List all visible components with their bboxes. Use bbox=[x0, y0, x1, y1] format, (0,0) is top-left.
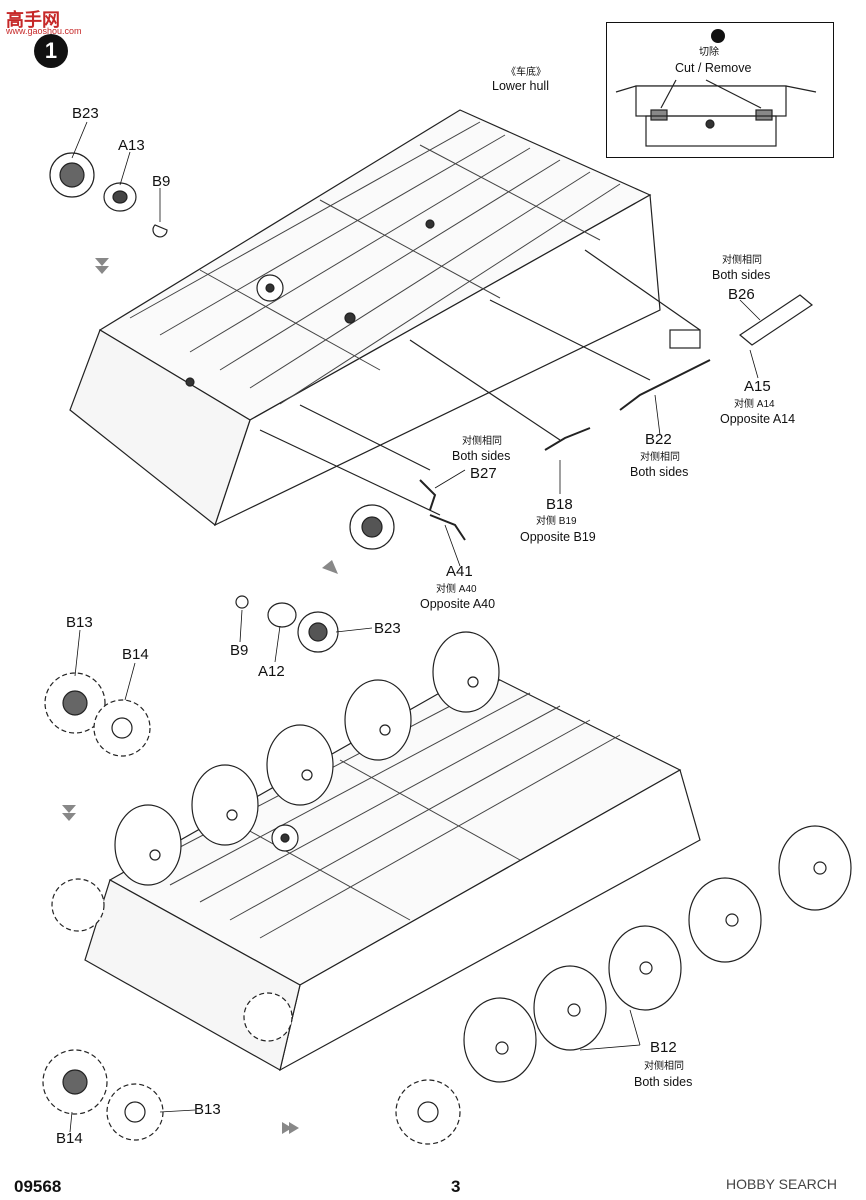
b18-opp-en: Opposite B19 bbox=[520, 530, 596, 544]
a15-opp-en: Opposite A14 bbox=[720, 412, 796, 426]
suspension-arms-top bbox=[259, 249, 814, 541]
label-a15: A15 bbox=[744, 378, 771, 395]
label-b13-top: B13 bbox=[66, 614, 93, 631]
watermark-url: www.gaoshou.com bbox=[6, 26, 82, 36]
hub-bottom bbox=[235, 595, 339, 653]
road-wheels-front bbox=[463, 825, 852, 1083]
lower-hull-cn: 《车底》 bbox=[506, 67, 546, 78]
inset-en: Cut / Remove bbox=[675, 61, 752, 75]
hub-top bbox=[349, 504, 395, 550]
hobby-search-watermark: HOBBY SEARCH bbox=[726, 1176, 837, 1192]
a41-opp-en: Opposite A40 bbox=[420, 597, 496, 611]
cut-icon bbox=[711, 29, 725, 43]
label-b18: B18 bbox=[546, 496, 573, 513]
a15-opp-cn: 对侧 A14 bbox=[734, 399, 775, 410]
label-b27: B27 bbox=[470, 465, 497, 482]
label-a41: A41 bbox=[446, 563, 473, 580]
label-b9-bottom: B9 bbox=[230, 642, 249, 659]
watermark-logo: 高手网 bbox=[6, 10, 60, 30]
b18-opp-cn: 对侧 B19 bbox=[536, 516, 577, 527]
label-b9-top: B9 bbox=[152, 173, 171, 190]
inset-cn: 切除 bbox=[699, 47, 719, 58]
inset-panel: 切除 Cut / Remove bbox=[606, 22, 834, 158]
label-a12: A12 bbox=[258, 663, 285, 680]
label-b26: B26 bbox=[728, 286, 755, 303]
label-b14-bottom: B14 bbox=[56, 1130, 83, 1147]
direction-arrows bbox=[62, 258, 338, 1134]
page-number: 3 bbox=[451, 1177, 461, 1196]
label-b13-bottom: B13 bbox=[194, 1101, 221, 1118]
a41-opp-cn: 对侧 A40 bbox=[436, 584, 477, 595]
label-b14-top: B14 bbox=[122, 646, 149, 663]
b26-both-cn: 对侧相同 bbox=[722, 255, 762, 266]
b12-both-cn: 对侧相同 bbox=[644, 1061, 684, 1072]
b27-both-en: Both sides bbox=[452, 449, 511, 463]
b26-both-en: Both sides bbox=[712, 268, 771, 282]
inset-drawing bbox=[615, 79, 817, 147]
upper-hull-deck bbox=[69, 109, 661, 527]
b12-both-en: Both sides bbox=[634, 1075, 693, 1089]
sprockets bbox=[42, 672, 461, 1145]
b22-both-en: Both sides bbox=[630, 465, 689, 479]
step-number: 1 bbox=[34, 34, 68, 68]
b22-both-cn: 对侧相同 bbox=[640, 452, 680, 463]
label-b12: B12 bbox=[650, 1039, 677, 1056]
label-b23-top: B23 bbox=[72, 105, 99, 122]
label-b22: B22 bbox=[645, 431, 672, 448]
road-wheels-back bbox=[114, 631, 500, 886]
idler-parts-top-left bbox=[49, 152, 168, 238]
b27-both-cn: 对侧相同 bbox=[462, 436, 502, 447]
label-b23-bottom: B23 bbox=[374, 620, 401, 637]
product-code: 09568 bbox=[14, 1177, 62, 1196]
label-a13: A13 bbox=[118, 137, 145, 154]
lower-hull-en: Lower hull bbox=[492, 79, 549, 93]
